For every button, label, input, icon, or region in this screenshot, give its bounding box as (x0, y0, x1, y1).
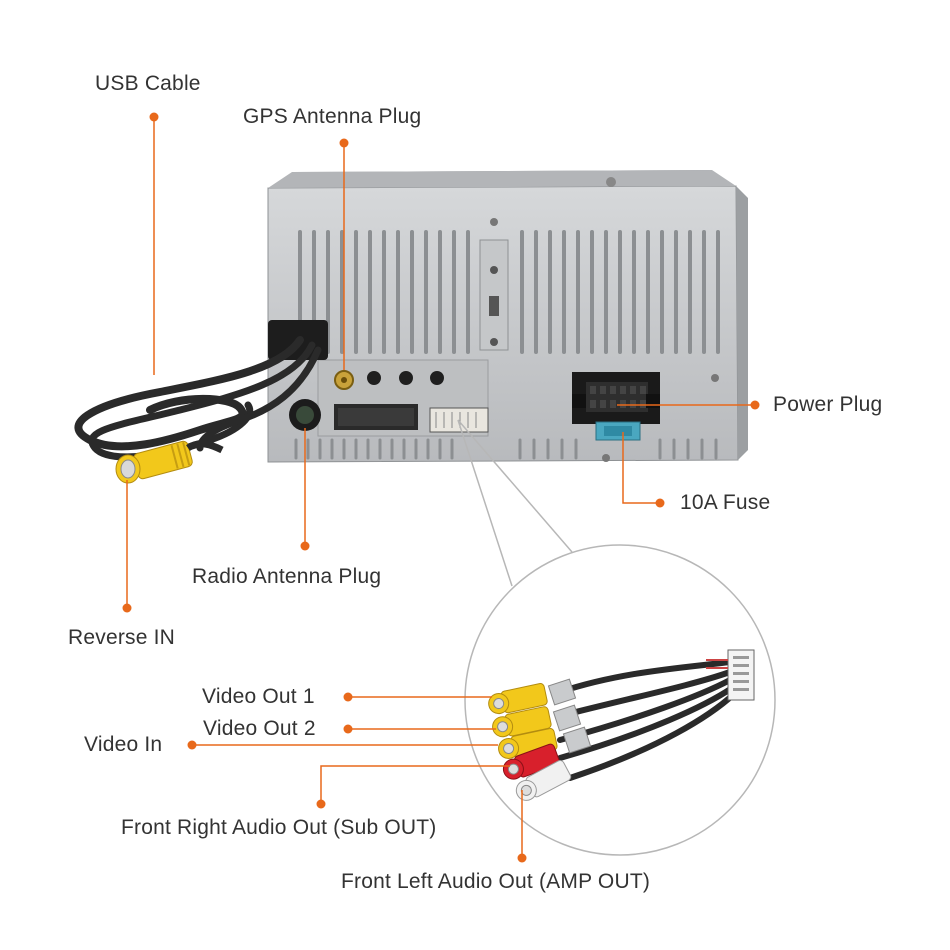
leader-dots (122, 112, 760, 863)
label-video-in: Video In (84, 733, 163, 756)
leader-lines (126, 117, 755, 858)
label-10a-fuse: 10A Fuse (680, 491, 771, 514)
label-video-out-2: Video Out 2 (203, 717, 316, 740)
usb-cable-icon (74, 336, 322, 461)
reverse-in-plug-icon (115, 440, 224, 484)
av-harness-icon (488, 649, 755, 801)
head-unit-icon (267, 170, 748, 463)
label-power-plug: Power Plug (773, 393, 883, 416)
label-front-left-audio-out: Front Left Audio Out (AMP OUT) (341, 870, 651, 893)
label-reverse-in: Reverse IN (68, 626, 176, 649)
label-front-right-audio-out: Front Right Audio Out (Sub OUT) (121, 816, 437, 839)
label-gps-antenna-plug: GPS Antenna Plug (243, 105, 422, 128)
zoom-callout-icon (457, 419, 776, 856)
label-radio-antenna-plug: Radio Antenna Plug (192, 565, 382, 588)
label-video-out-1: Video Out 1 (202, 685, 315, 708)
label-usb-cable: USB Cable (95, 72, 201, 95)
